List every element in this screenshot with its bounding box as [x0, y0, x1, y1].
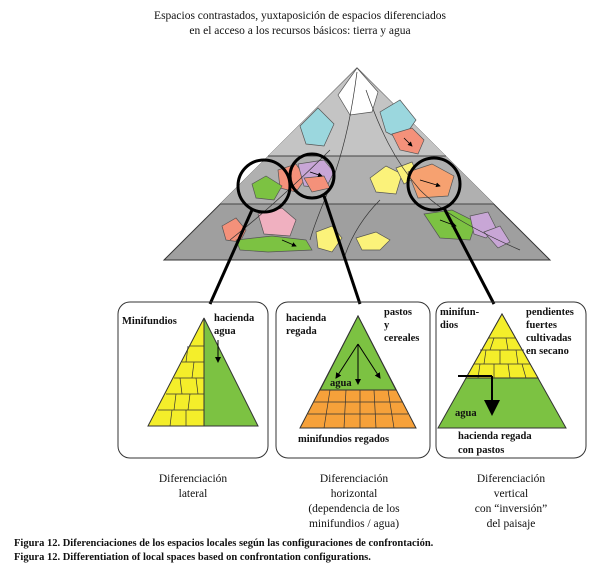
panel-lateral-box	[117, 301, 269, 459]
lateral-pyramid	[147, 317, 259, 427]
label-minifundios-regados: minifundios regados	[298, 434, 390, 445]
label-pendientes: pendientes fuertes cultivadas en secano	[526, 307, 574, 357]
caption-lateral: Diferenciación lateral	[158, 473, 228, 500]
panel-horizontal-box	[275, 301, 431, 459]
figure-caption-es: Figura 12. Diferenciaciones de los espac…	[14, 538, 434, 549]
figure-caption-en: Figura 12. Differentiation of local spac…	[14, 552, 371, 563]
vertical-pyramid	[437, 312, 567, 429]
label-minifundios-vertical: minifun- dios	[440, 307, 480, 331]
label-hacienda-regada: hacienda regada	[286, 313, 327, 337]
horizontal-pyramid	[299, 314, 417, 429]
label-hacienda-agua: hacienda agua	[214, 313, 255, 337]
label-agua-vertical: agua	[455, 408, 477, 419]
label-minifundios: Minifundios	[122, 316, 177, 327]
main-pyramid	[162, 67, 552, 305]
label-pastos-cereales: pastos y cereales	[384, 307, 420, 344]
label-agua-horizontal: agua	[330, 378, 352, 389]
caption-vertical: Diferenciación vertical con “inversión” …	[474, 473, 548, 530]
diagram-title-line2: en el acceso a los recursos básicos: tie…	[189, 25, 411, 37]
caption-horizontal: Diferenciación horizontal (dependencia d…	[308, 473, 400, 530]
label-hacienda-regada-pastos: hacienda regada con pastos	[458, 431, 532, 456]
diagram-title-line1: Espacios contrastados, yuxtaposición de …	[154, 10, 446, 22]
panel-vertical-box	[435, 301, 587, 459]
